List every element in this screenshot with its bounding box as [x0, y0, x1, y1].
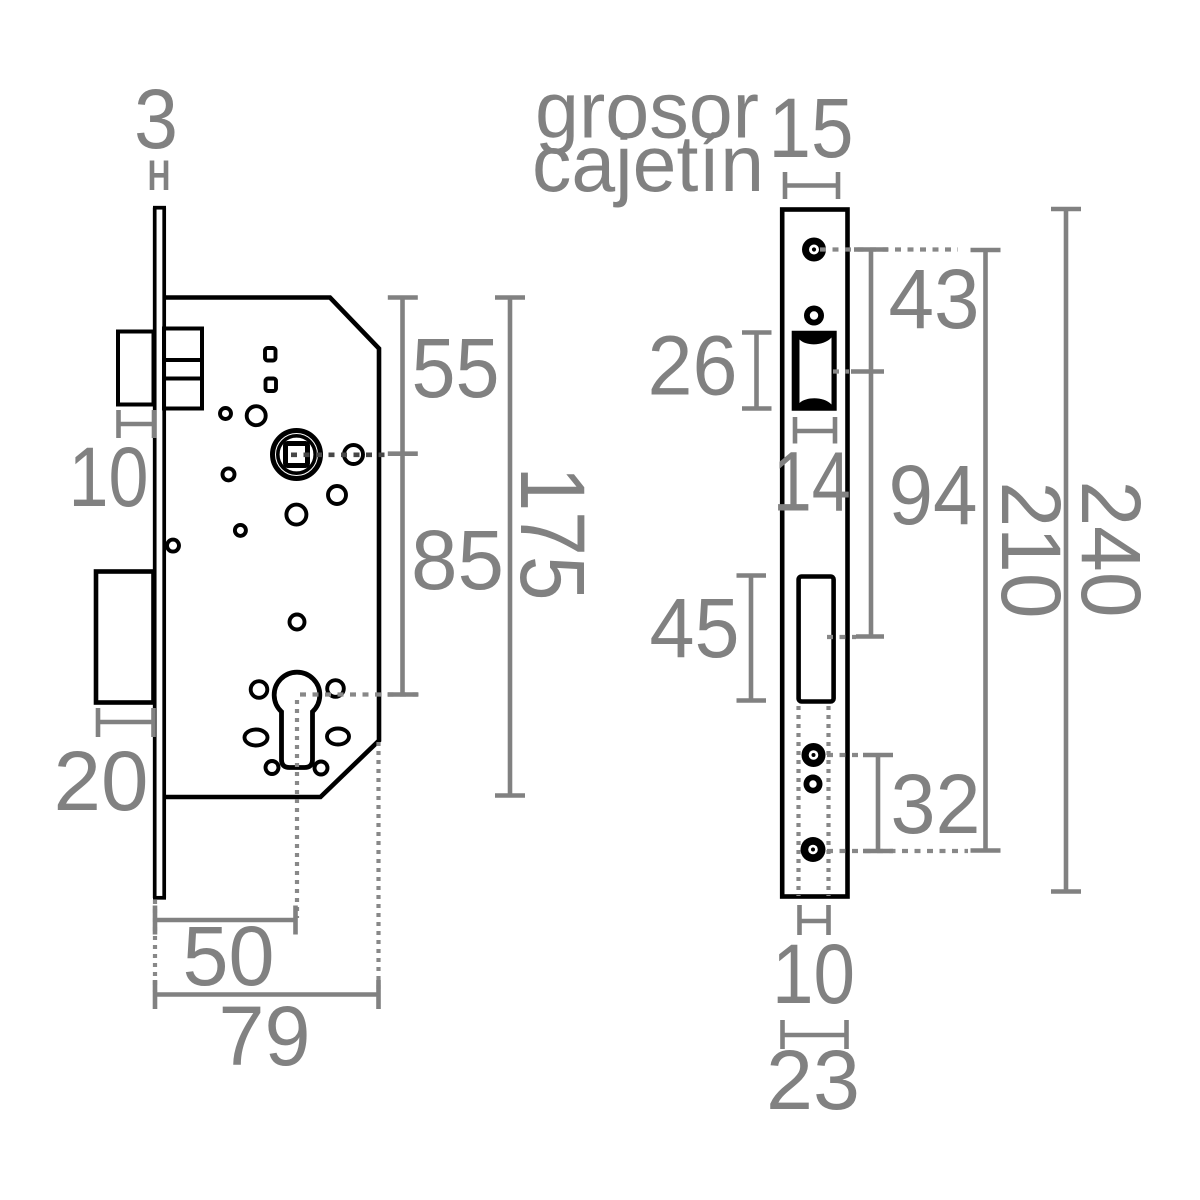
- svg-text:15: 15: [769, 81, 854, 175]
- svg-text:79: 79: [219, 989, 311, 1083]
- svg-text:20: 20: [54, 734, 149, 828]
- svg-text:14: 14: [773, 435, 851, 529]
- svg-text:3: 3: [134, 72, 178, 166]
- svg-text:45: 45: [650, 581, 740, 675]
- svg-text:210: 210: [984, 482, 1078, 619]
- svg-text:85: 85: [411, 513, 504, 607]
- svg-text:240: 240: [1064, 481, 1158, 618]
- svg-text:26: 26: [648, 319, 738, 413]
- svg-text:cajetín: cajetín: [532, 119, 764, 208]
- svg-text:grosor: grosor: [535, 66, 759, 155]
- svg-text:175: 175: [501, 467, 603, 601]
- svg-text:32: 32: [891, 757, 981, 851]
- svg-text:10: 10: [69, 430, 149, 524]
- svg-text:50: 50: [183, 909, 275, 1003]
- svg-text:94: 94: [889, 448, 978, 542]
- svg-text:55: 55: [412, 321, 500, 415]
- svg-text:10: 10: [772, 927, 855, 1021]
- svg-text:23: 23: [766, 1033, 860, 1127]
- svg-text:43: 43: [889, 252, 980, 346]
